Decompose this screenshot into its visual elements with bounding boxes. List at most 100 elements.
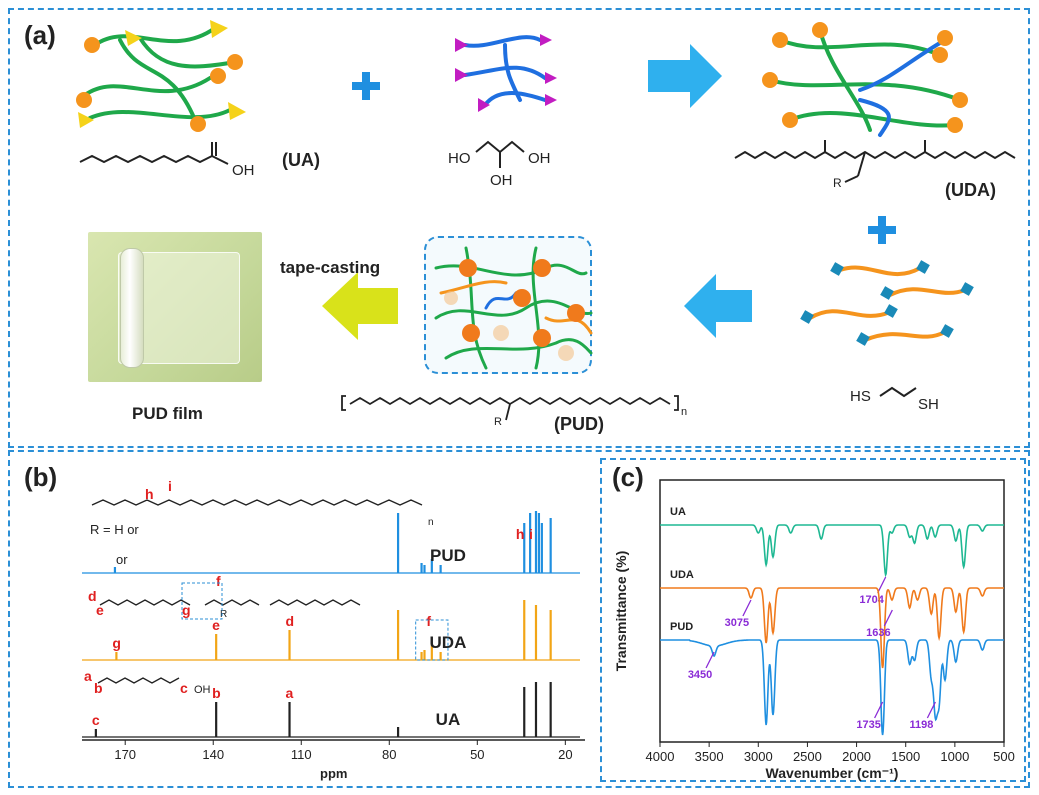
- pud-film-roll: [120, 248, 144, 368]
- nmr-trace-label: PUD: [430, 546, 466, 565]
- structure-bond: [99, 599, 191, 606]
- pud-film-label: PUD film: [132, 404, 203, 423]
- ftir-annotation-arrow: [742, 599, 752, 617]
- plus-icon-1: [352, 72, 380, 100]
- ftir-series-label: PUD: [670, 621, 693, 633]
- ftir-x-tick-label: 3000: [744, 749, 773, 764]
- reaction-arrow-right: [648, 44, 722, 108]
- ftir-annotation-label: 3075: [725, 617, 749, 629]
- glycerol-ho: HO: [448, 150, 471, 167]
- nmr-x-tick-label: 170: [114, 747, 136, 762]
- structure-letter-a: a: [84, 668, 92, 684]
- ua-label: (UA): [282, 150, 320, 170]
- dithiol-cartoon: [808, 265, 967, 342]
- ua-end-groups: [76, 20, 246, 132]
- nmr-x-tick-label: 50: [470, 747, 484, 762]
- uda-r-label: R: [220, 609, 227, 620]
- uda-r-text: R: [833, 176, 842, 190]
- uda-label: (UDA): [945, 180, 996, 200]
- glycerol-oh-right: OH: [528, 150, 551, 167]
- ftir-series-label: UA: [670, 506, 686, 518]
- ftir-x-tick-label: 2000: [842, 749, 871, 764]
- structure-letter-c: c: [180, 680, 188, 696]
- nmr-peak-label: d: [286, 613, 295, 629]
- ftir-annotation-label: 3450: [688, 669, 712, 681]
- structure-letter-e: e: [96, 602, 104, 618]
- uda-cartoon: [768, 28, 962, 137]
- glycerol-structure: [475, 140, 525, 168]
- pud-n-label: n: [428, 517, 434, 528]
- nmr-f-region-box: [415, 619, 449, 661]
- pud-network-graphics: [434, 246, 593, 370]
- dithiol-sh: SH: [918, 396, 939, 413]
- structure-f-box: [181, 582, 223, 620]
- uda-end-groups: [762, 22, 968, 133]
- ftir-series-ua: [660, 524, 1004, 578]
- structure-bond: [91, 499, 423, 506]
- nmr-xlabel: ppm: [320, 766, 348, 781]
- ua-oh-label: OH: [194, 684, 211, 696]
- panel-a-label: (a): [24, 20, 56, 50]
- ftir-series-label: UDA: [670, 569, 694, 581]
- nmr-peak-label: f: [426, 613, 431, 629]
- structure-letter-g: g: [182, 602, 191, 618]
- pud-n-text: n: [681, 406, 688, 418]
- tape-casting-arrow: [322, 272, 398, 340]
- ua-oh-text: OH: [232, 162, 255, 179]
- glycerol-cartoon: [463, 35, 547, 107]
- glycerol-oh-bottom: OH: [490, 172, 513, 189]
- panel-b-label: (b): [24, 462, 58, 492]
- tape-casting-label: tape-casting: [280, 258, 381, 277]
- pud-label: (PUD): [554, 414, 604, 434]
- ua-structure: [79, 142, 229, 165]
- ftir-plot-frame: [659, 479, 1005, 743]
- ftir-x-tick-label: 2500: [793, 749, 822, 764]
- pud-r-text: R: [494, 416, 502, 428]
- pud-network-cartoon: [424, 236, 593, 374]
- ftir-annotation-arrow: [874, 701, 884, 719]
- ftir-x-tick-label: 1000: [940, 749, 969, 764]
- nmr-r-definition: R = H or: [90, 522, 139, 537]
- structure-letter-b: b: [94, 680, 103, 696]
- glycerol-end-groups: [455, 34, 557, 112]
- nmr-x-tick-label: 110: [291, 747, 312, 762]
- ftir-x-tick-label: 1500: [891, 749, 920, 764]
- ftir-annotation-label: 1704: [859, 594, 884, 606]
- ftir-series-uda: [660, 587, 1004, 669]
- nmr-or-text: or: [116, 552, 128, 567]
- nmr-peak-label: e: [212, 617, 220, 633]
- ftir-x-axis-label: Wavenumber (cm⁻¹): [766, 765, 899, 781]
- nmr-trace-label: UA: [436, 710, 461, 729]
- structure-bond: [97, 677, 180, 684]
- panel-c-frame: [600, 458, 1026, 782]
- figure-frame-bottom: [8, 450, 1030, 788]
- nmr-x-tick-label: 140: [202, 747, 224, 762]
- panel-a-graphics: [76, 20, 1016, 421]
- nmr-peak-label: c: [92, 712, 100, 728]
- nmr-peak-label: b: [212, 685, 221, 701]
- ftir-annotation-label: 1198: [909, 719, 933, 731]
- dithiol-structure: [879, 386, 917, 398]
- figure-frame-top: [8, 8, 1030, 448]
- uda-structure: [734, 140, 1016, 183]
- ua-cartoon: [83, 26, 237, 122]
- panel-c-label: (c): [612, 462, 644, 492]
- ftir-x-tick-label: 500: [993, 749, 1015, 764]
- ftir-annotation-arrow: [877, 576, 887, 594]
- ftir-annotation-arrow: [705, 651, 715, 669]
- ftir-y-axis-label: Transmittance (%): [613, 551, 629, 672]
- ftir-annotation-label: 1636: [866, 627, 890, 639]
- structure-bond: [269, 599, 361, 606]
- nmr-peak-label: a: [286, 685, 294, 701]
- dithiol-end-groups: [800, 260, 974, 346]
- ftir-annotation-arrow: [883, 609, 893, 627]
- nmr-peak-label: g: [112, 635, 121, 651]
- ftir-x-tick-label: 3500: [695, 749, 724, 764]
- nmr-x-tick-label: 80: [382, 747, 396, 762]
- nmr-x-tick-label: 20: [558, 747, 572, 762]
- reaction-arrow-left: [684, 274, 752, 338]
- nmr-trace-label: UDA: [430, 633, 467, 652]
- ftir-annotation-arrow: [926, 701, 936, 719]
